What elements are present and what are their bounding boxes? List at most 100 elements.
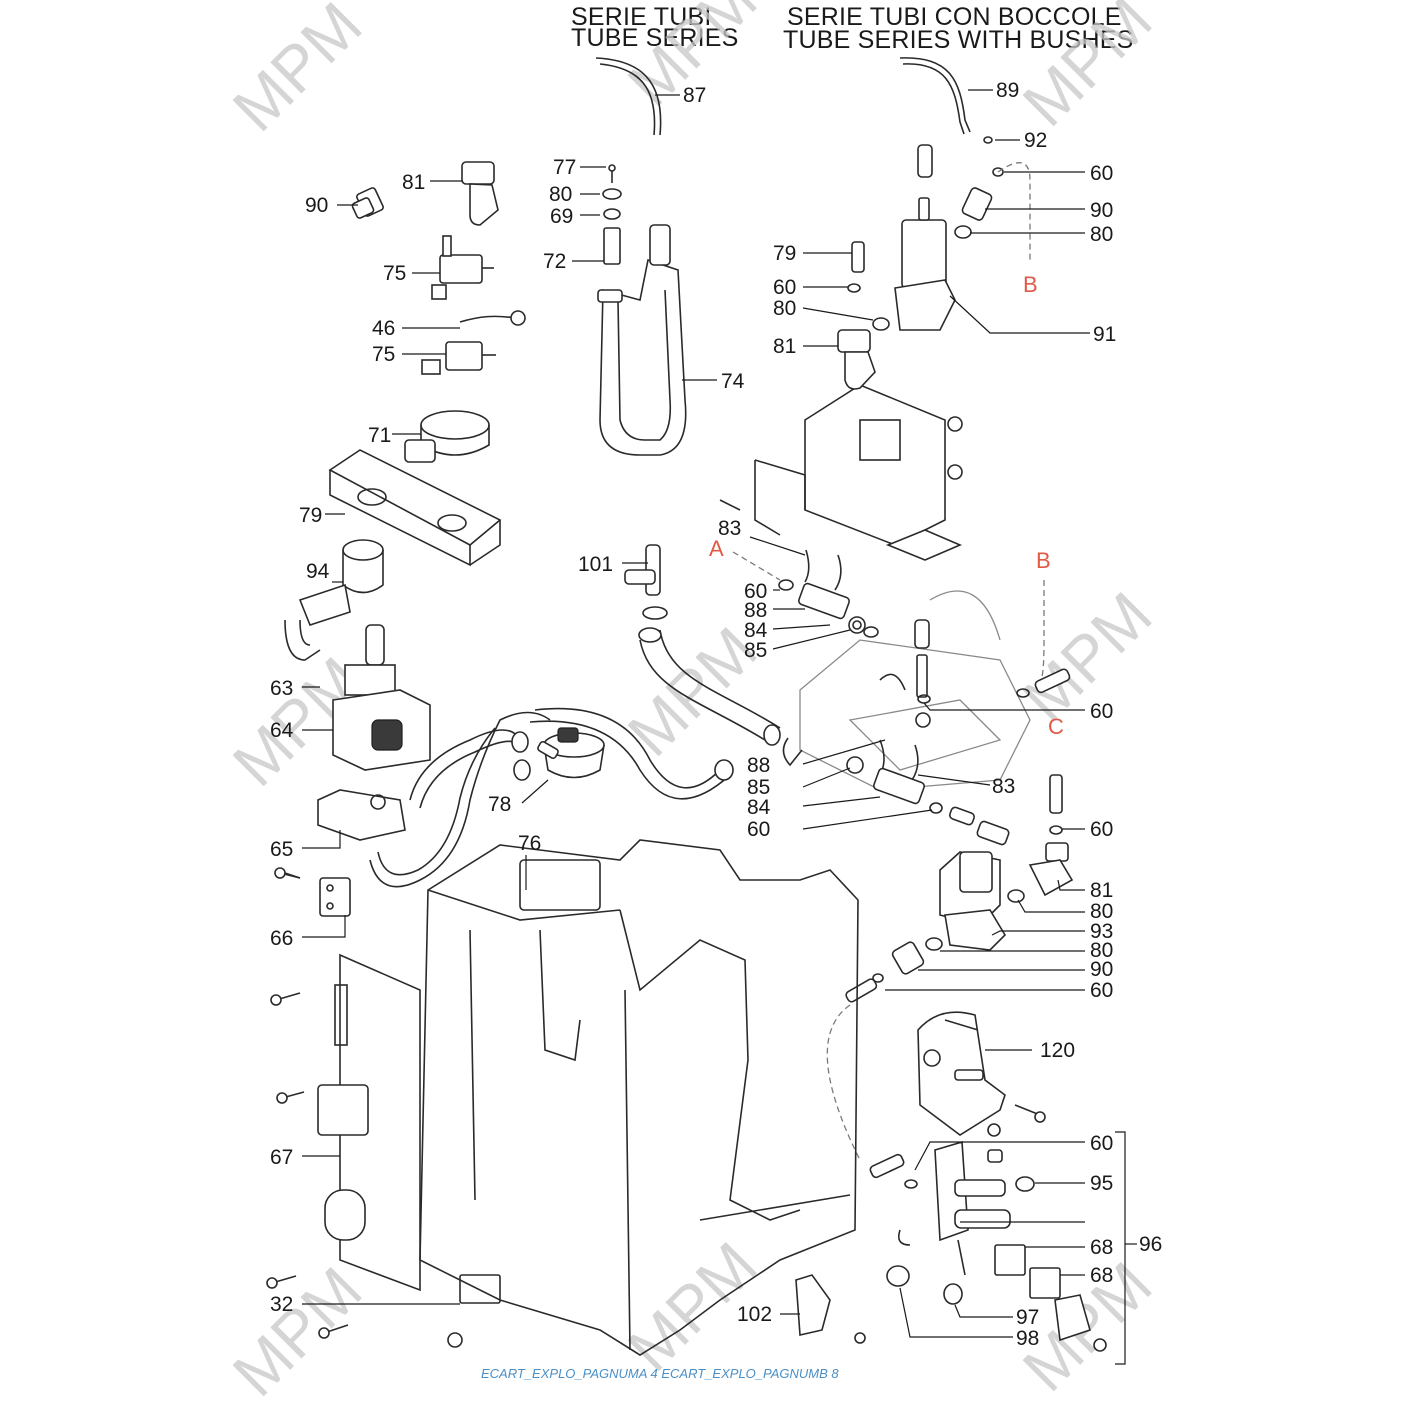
label-101: 101 bbox=[578, 553, 613, 576]
ref-b-lower: B bbox=[1036, 548, 1051, 573]
label-79: 79 bbox=[299, 504, 322, 527]
footer-code: ECART_EXPLO_PAGNUMA 4 ECART_EXPLO_PAGNUM… bbox=[481, 1366, 839, 1381]
pin-c bbox=[1049, 774, 1063, 814]
fitting-90-left bbox=[351, 187, 384, 219]
t-fitting-101 bbox=[624, 544, 668, 620]
label-85: 85 bbox=[744, 639, 767, 662]
o-ring-80-mid bbox=[872, 317, 890, 331]
label-81: 81 bbox=[773, 335, 796, 358]
watermark-mpm: MPM bbox=[219, 1253, 375, 1409]
watermark-mpm: MPM bbox=[1009, 0, 1165, 140]
label-94: 94 bbox=[306, 560, 330, 583]
o-ring-80-lower-a bbox=[1007, 889, 1025, 903]
elbow-81-right bbox=[837, 329, 876, 390]
label-60: 60 bbox=[747, 818, 770, 841]
valve-assembly-96 bbox=[869, 1140, 1035, 1305]
label-80: 80 bbox=[1090, 939, 1113, 962]
label-90: 90 bbox=[1090, 199, 1113, 222]
label-88: 88 bbox=[747, 754, 770, 777]
part-labels: 87 89 92 77 80 69 72 74 90 81 75 46 75 7… bbox=[270, 79, 1162, 1350]
label-90: 90 bbox=[1090, 958, 1113, 981]
o-ring-60-right bbox=[1016, 688, 1030, 698]
thermostat-75-upper bbox=[431, 235, 494, 300]
tube-series-title-it: SERIE TUBI bbox=[571, 3, 712, 31]
o-ring-80-lower-b bbox=[925, 937, 943, 951]
label-60: 60 bbox=[1090, 1132, 1113, 1155]
pin-upper-right bbox=[1034, 668, 1071, 694]
pin-lower bbox=[845, 978, 878, 1003]
label-64: 64 bbox=[270, 719, 294, 742]
thermostat-75-lower bbox=[421, 341, 496, 375]
label-77: 77 bbox=[553, 156, 576, 179]
bush-series-title-en: TUBE SERIES WITH BUSHES bbox=[783, 26, 1134, 54]
water-tank-76 bbox=[419, 839, 859, 1356]
drip-tray-79 bbox=[328, 449, 502, 567]
valve-78 bbox=[537, 727, 605, 779]
label-80: 80 bbox=[773, 297, 796, 320]
label-66: 66 bbox=[270, 927, 293, 950]
label-69: 69 bbox=[550, 205, 573, 228]
connector-94 bbox=[284, 539, 384, 661]
label-102: 102 bbox=[737, 1303, 772, 1326]
label-85: 85 bbox=[747, 776, 770, 799]
bracket-66 bbox=[281, 871, 351, 917]
bracket-120 bbox=[917, 1011, 1046, 1137]
solenoid-valve-93 bbox=[939, 851, 1007, 951]
label-74: 74 bbox=[721, 370, 745, 393]
label-60: 60 bbox=[744, 580, 767, 603]
o-ring-60-c bbox=[1049, 825, 1063, 835]
leader-lines bbox=[302, 89, 1137, 1365]
ring-69 bbox=[603, 208, 621, 220]
ref-b-upper: B bbox=[1023, 272, 1038, 297]
ref-c: C bbox=[1048, 714, 1064, 739]
watermark-mpm: MPM bbox=[219, 0, 375, 145]
watermark-mpm: MPM bbox=[1009, 578, 1165, 734]
brewing-group-outline bbox=[799, 590, 1031, 791]
label-68: 68 bbox=[1090, 1236, 1113, 1259]
fitting-90-lower bbox=[891, 941, 925, 975]
label-88: 88 bbox=[744, 599, 767, 622]
tube-series-title-en: TUBE SERIES bbox=[571, 24, 739, 52]
label-60: 60 bbox=[1090, 979, 1113, 1002]
hose-upper bbox=[638, 627, 781, 746]
solenoid-valve-91 bbox=[894, 144, 956, 331]
label-60: 60 bbox=[773, 276, 796, 299]
actuator-lower bbox=[1054, 1294, 1107, 1352]
label-87: 87 bbox=[683, 84, 706, 107]
route-b-upper bbox=[997, 162, 1031, 262]
reference-markers: A B B C bbox=[709, 272, 1064, 739]
elbow-81-left bbox=[461, 161, 499, 226]
label-95: 95 bbox=[1090, 1172, 1113, 1195]
hose-pump bbox=[369, 711, 551, 888]
screws-left bbox=[266, 867, 349, 1339]
sensor-72 bbox=[603, 227, 621, 265]
label-65: 65 bbox=[270, 838, 293, 861]
label-63: 63 bbox=[270, 677, 293, 700]
pin-79-right bbox=[851, 241, 865, 273]
label-80: 80 bbox=[1090, 223, 1113, 246]
label-81: 81 bbox=[402, 171, 425, 194]
microswitch-32 bbox=[447, 1274, 501, 1348]
route-lower-dash bbox=[826, 1004, 861, 1161]
label-98: 98 bbox=[1016, 1327, 1039, 1350]
fitting-90-top bbox=[961, 187, 993, 221]
label-120: 120 bbox=[1040, 1039, 1075, 1062]
microswitch-68-a bbox=[994, 1244, 1026, 1276]
label-80: 80 bbox=[549, 183, 572, 206]
sensor-46 bbox=[459, 310, 526, 326]
o-ring-60-lower bbox=[872, 973, 884, 983]
label-89: 89 bbox=[996, 79, 1019, 102]
label-67: 67 bbox=[270, 1146, 293, 1169]
label-93: 93 bbox=[1090, 920, 1113, 943]
o-ring-60-mid bbox=[847, 283, 861, 293]
ref-a: A bbox=[709, 536, 724, 561]
label-72: 72 bbox=[543, 250, 566, 273]
control-board-67 bbox=[317, 953, 421, 1292]
label-97: 97 bbox=[1016, 1306, 1039, 1329]
connector-group-upper bbox=[778, 549, 879, 638]
o-ring-80-top bbox=[602, 188, 622, 200]
label-81: 81 bbox=[1090, 879, 1113, 902]
bush-series-title-it: SERIE TUBI CON BOCCOLE bbox=[787, 3, 1122, 31]
label-84: 84 bbox=[744, 619, 768, 642]
